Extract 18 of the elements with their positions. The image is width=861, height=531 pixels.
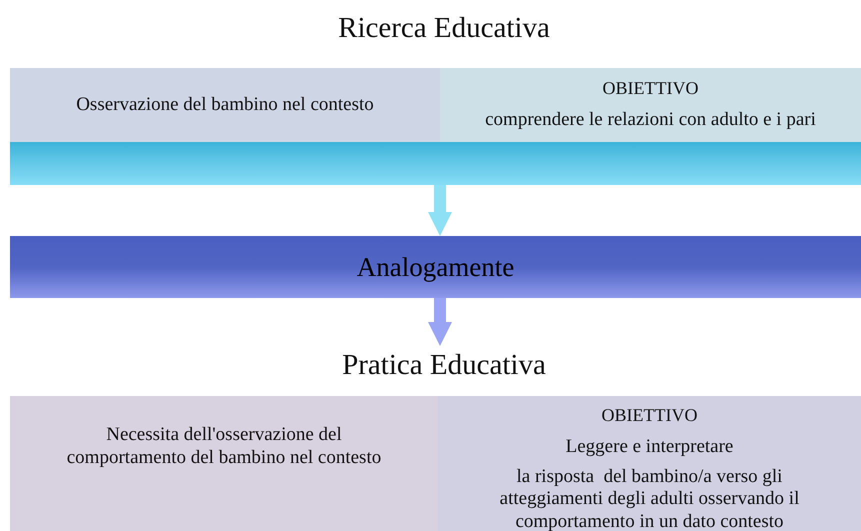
text-panel [10,68,440,142]
panel-text: la risposta del bambino/a verso gli atteggiamenti degli adulti osservando il comportamento in un dato contesto [498,466,800,531]
block-arrow [428,185,452,236]
text-panel [10,396,438,531]
panel-heading: OBIETTIVO [602,404,698,427]
objective-panel [438,396,861,531]
block-arrow [428,298,452,346]
banner-bar [10,236,861,298]
panel-text: Necessita dell'osservazione del comportamento del bambino nel contesto [66,424,382,470]
objective-panel [440,68,861,142]
panel-heading: OBIETTIVO [602,77,698,100]
panel-text: Osservazione del bambino nel contesto [76,92,374,117]
title: Ricerca Educativa [337,11,551,46]
panel-text: Leggere e interpretare [566,435,734,459]
panel-text: Analogamente [356,250,514,284]
gradient-bar [10,142,861,185]
panel-text: comprendere le relazioni con adulto e i pari [485,108,816,132]
heading-text: Pratica Educativa [342,348,546,384]
